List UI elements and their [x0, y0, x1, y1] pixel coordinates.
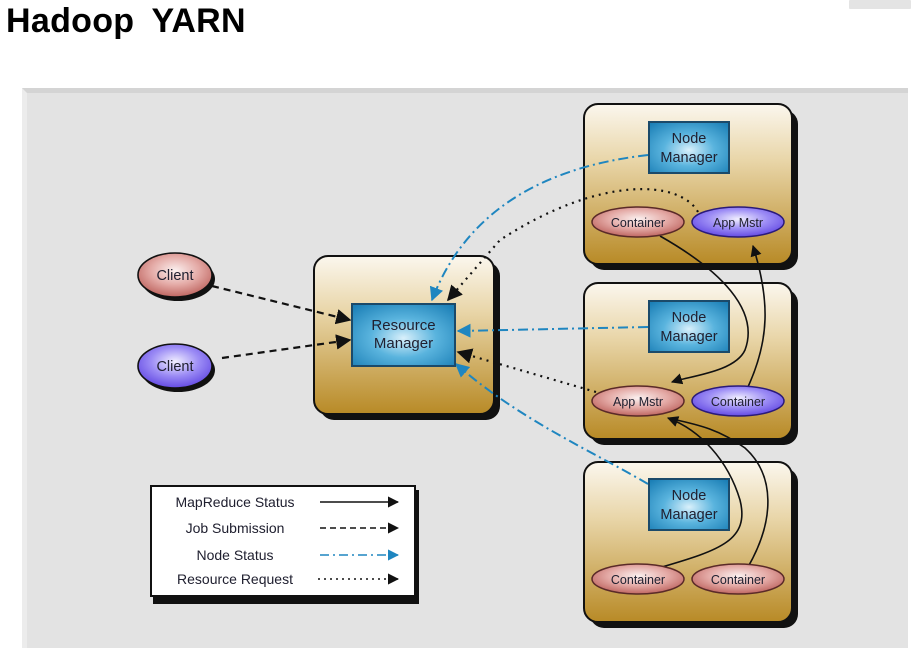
legend-label-job-submission: Job Submission: [186, 520, 285, 536]
client-2[interactable]: Client: [137, 343, 215, 392]
node-manager-2-label-2: Manager: [660, 329, 717, 345]
legend-label-mapreduce-status: MapReduce Status: [175, 494, 294, 510]
svg-text:App Mstr: App Mstr: [713, 216, 763, 230]
node-manager-2-label-1: Node: [672, 310, 707, 326]
node-1-oval-2[interactable]: App Mstr: [691, 206, 785, 238]
edge-node-status-1: [429, 154, 649, 302]
node-manager-3-label-2: Manager: [660, 507, 717, 523]
client-1-label: Client: [156, 268, 193, 284]
edge-mapreduce-status-2: [746, 244, 766, 390]
edge-job-submission-2: [221, 334, 352, 360]
node-2-oval-2[interactable]: Container: [691, 385, 785, 417]
node-3-oval-1[interactable]: Container: [591, 563, 685, 595]
node-2-oval-1[interactable]: App Mstr: [591, 385, 685, 417]
legend-label-node-status: Node Status: [196, 547, 273, 563]
svg-text:App Mstr: App Mstr: [613, 395, 663, 409]
resource-manager-label-1: Resource: [371, 317, 435, 334]
svg-text:Container: Container: [611, 573, 665, 587]
watermark: [849, 0, 911, 9]
node-manager-3-label-1: Node: [672, 488, 707, 504]
edge-mapreduce-status-1: [659, 235, 749, 385]
node-1-oval-1[interactable]: Container: [591, 206, 685, 238]
edge-node-status-3: [454, 363, 649, 485]
node-manager-1-label-1: Node: [672, 131, 707, 147]
node-manager-1[interactable]: Node Manager: [648, 121, 730, 174]
client-2-label: Client: [156, 359, 193, 375]
edge-node-status-2: [456, 323, 649, 338]
edge-resource-request-1: [446, 188, 699, 302]
edge-mapreduce-status-3: [661, 416, 743, 568]
node-3-oval-2[interactable]: Container: [691, 563, 785, 595]
node-manager-3[interactable]: Node Manager: [648, 478, 730, 531]
resource-manager[interactable]: Resource Manager: [351, 303, 456, 367]
edge-resource-request-2: [456, 348, 597, 394]
svg-text:Container: Container: [711, 395, 765, 409]
client-1[interactable]: Client: [137, 252, 215, 301]
legend-box: [150, 485, 419, 604]
node-manager-2[interactable]: Node Manager: [648, 300, 730, 353]
resource-manager-label-2: Manager: [374, 335, 433, 352]
node-manager-1-label-2: Manager: [660, 150, 717, 166]
page-title: Hadoop YARN: [6, 2, 246, 40]
legend-label-resource-request: Resource Request: [177, 571, 293, 587]
svg-text:Container: Container: [711, 573, 765, 587]
svg-text:Container: Container: [611, 216, 665, 230]
legend: MapReduce Status Job Submission Node Sta…: [175, 494, 400, 587]
edge-mapreduce-status-4: [671, 418, 769, 568]
